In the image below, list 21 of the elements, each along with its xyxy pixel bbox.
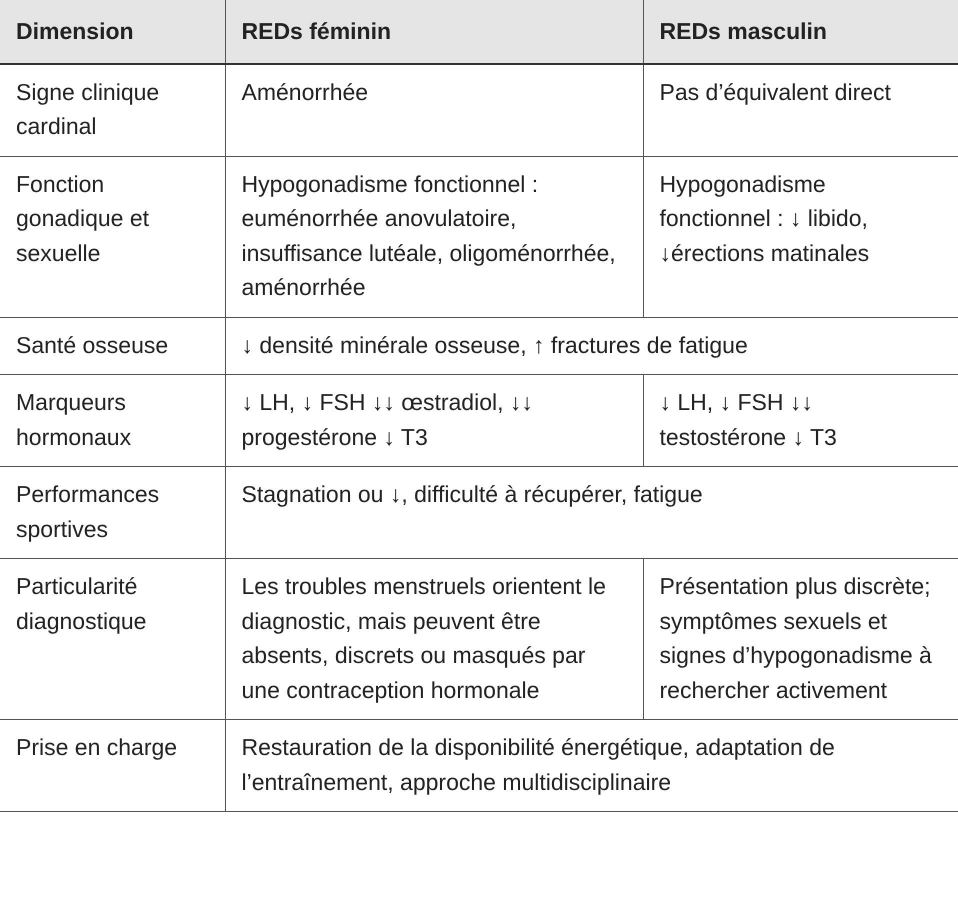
row-header: Fonction gonadique et sexuelle — [0, 156, 225, 317]
row-header: Signe clinique cardinal — [0, 64, 225, 156]
table-cell: ↓ LH, ↓ FSH ↓↓ testostérone ↓ T3 — [643, 374, 958, 466]
row-header: Prise en charge — [0, 720, 225, 812]
table-cell: Présentation plus discrète; symptômes sexuels et signes d’hypogonadisme à rechercher activement — [643, 558, 958, 720]
table-cell: Les troubles menstruels orientent le diagnostic, mais peuvent être absents, discrets ou masqués par une contraception hormonale — [225, 558, 643, 720]
table-cell: Aménorrhée — [225, 64, 643, 156]
column-header: Dimension — [0, 0, 225, 64]
row-header: Particularité diagnostique — [0, 558, 225, 720]
column-header: REDs masculin — [643, 0, 958, 64]
table-cell: Pas d’équivalent direct — [643, 64, 958, 156]
table-cell: Restauration de la disponibilité énergétique, adaptation de l’entraînement, approche multidisciplinaire — [225, 720, 958, 812]
row-header: Santé osseuse — [0, 317, 225, 374]
table-cell: Hypogonadisme fonctionnel : euménorrhée anovulatoire, insuffisance lutéale, oligoménorrhée, aménorrhée — [225, 156, 643, 317]
table-cell: ↓ densité minérale osseuse, ↑ fractures de fatigue — [225, 317, 958, 374]
row-header: Marqueurs hormonaux — [0, 374, 225, 466]
table-cell: ↓ LH, ↓ FSH ↓↓ œstradiol, ↓↓ progestérone ↓ T3 — [225, 374, 643, 466]
row-header: Performances sportives — [0, 466, 225, 558]
column-header: REDs féminin — [225, 0, 643, 64]
table-cell: Hypogonadisme fonctionnel : ↓ libido, ↓érections matinales — [643, 156, 958, 317]
table-cell: Stagnation ou ↓, difficulté à récupérer, fatigue — [225, 466, 958, 558]
